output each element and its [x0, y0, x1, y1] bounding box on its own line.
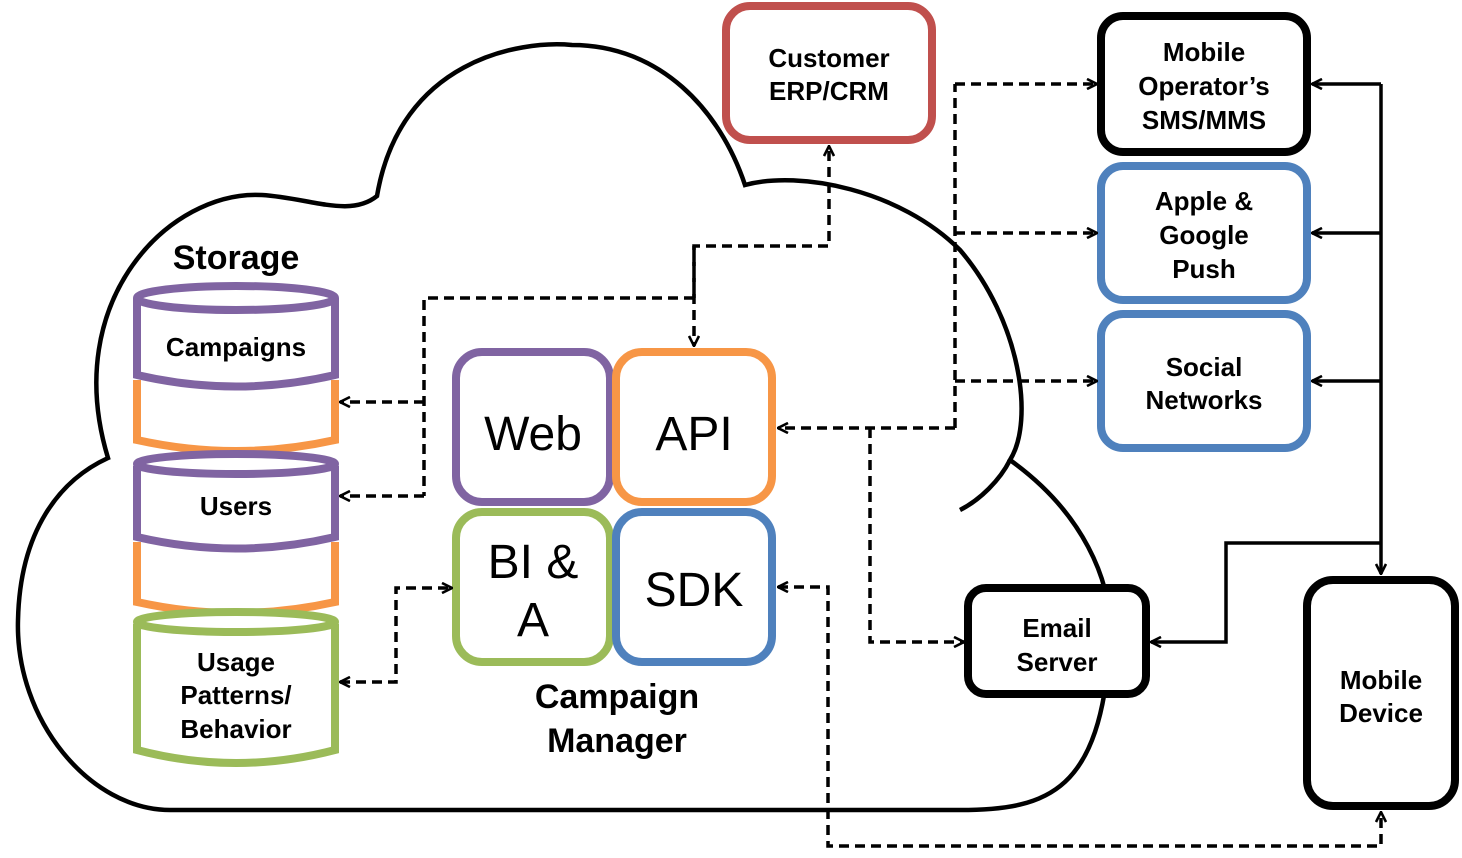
box-label-line: Device: [1339, 698, 1423, 728]
database-label-line: Behavior: [180, 714, 291, 744]
module-sdk[interactable]: SDK: [612, 508, 776, 666]
social-networks-box[interactable]: Social Networks: [1097, 310, 1311, 452]
module-label: API: [655, 408, 732, 461]
box-label-line: Push: [1172, 254, 1236, 284]
box-label-line: Social: [1166, 352, 1243, 382]
email-server-box[interactable]: Email Server: [964, 584, 1150, 698]
database-usage-patterns[interactable]: Usage Patterns/ Behavior: [133, 608, 339, 767]
box-label-line: Mobile: [1340, 665, 1422, 695]
module-api[interactable]: API: [612, 348, 776, 506]
campaign-manager-title: Manager: [547, 722, 687, 760]
module-web[interactable]: Web: [452, 348, 614, 506]
connector-storage-trunk: [422, 296, 694, 496]
box-label-line: Server: [1017, 647, 1098, 677]
box-label-line: Apple &: [1155, 186, 1253, 216]
mobile-operator-sms-box[interactable]: Mobile Operator’s SMS/MMS: [1097, 12, 1311, 156]
mobile-device-box[interactable]: Mobile Device: [1303, 576, 1459, 810]
box-label-line: Email: [1022, 613, 1091, 643]
database-users[interactable]: Users: [133, 450, 339, 617]
campaign-manager-title: Campaign: [535, 678, 699, 716]
box-label-line: Google: [1159, 220, 1249, 250]
apple-google-push-box[interactable]: Apple & Google Push: [1097, 162, 1311, 304]
module-label-line: A: [517, 594, 549, 647]
box-label-line: Mobile: [1163, 37, 1245, 67]
connector-device-email: [1151, 541, 1381, 642]
connector-bia-usage: [340, 588, 452, 682]
customer-erp-crm-box[interactable]: Customer ERP/CRM: [722, 2, 936, 144]
database-label-line: Usage: [197, 647, 275, 677]
box-label-line: Customer: [768, 43, 889, 73]
box-label-line: ERP/CRM: [769, 76, 889, 106]
connector-sdk-device: [778, 587, 1381, 848]
database-label-line: Patterns/: [180, 680, 291, 710]
database-label: Campaigns: [166, 332, 306, 362]
box-label-line: Operator’s: [1138, 71, 1270, 101]
box-label-line: SMS/MMS: [1142, 105, 1266, 135]
module-label: Web: [484, 408, 582, 461]
module-label-line: BI &: [488, 536, 579, 589]
storage-title: Storage: [173, 239, 300, 277]
cloud-inner-curve: [958, 458, 1013, 513]
box-label-line: Networks: [1145, 385, 1262, 415]
database-label: Users: [200, 491, 272, 521]
module-label: SDK: [645, 564, 744, 617]
database-campaigns[interactable]: Campaigns: [133, 282, 339, 455]
module-bi-analytics[interactable]: BI & A: [452, 508, 614, 666]
